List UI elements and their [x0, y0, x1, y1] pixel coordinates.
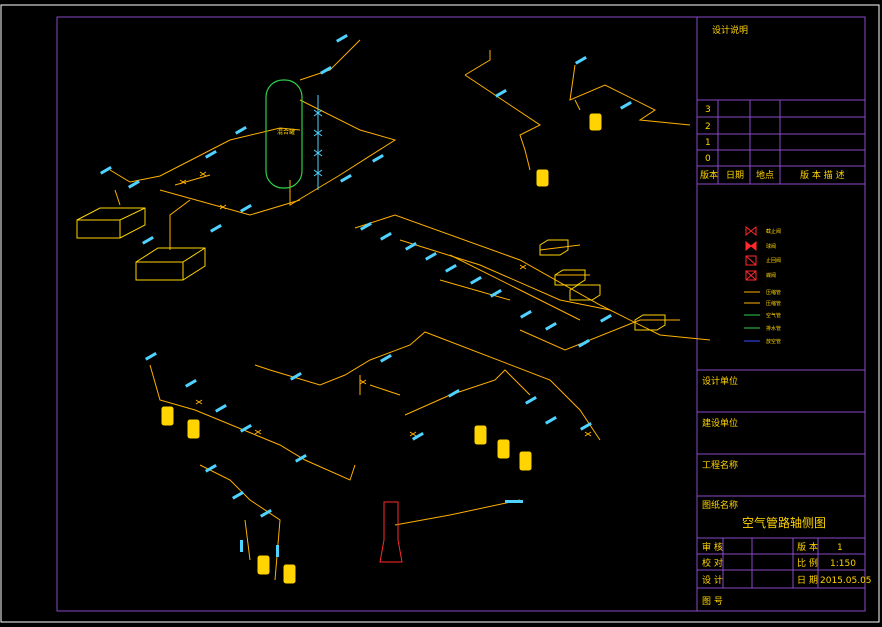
equipment-box-2	[135, 247, 206, 281]
mixing-tank: 混合罐	[265, 79, 303, 189]
revision-header-desc: 版 本 描 述	[800, 169, 845, 181]
revision-row-3: 3	[705, 105, 711, 115]
tank-label: 混合罐	[277, 128, 295, 136]
legend-label-6: 压缩管	[766, 300, 781, 307]
version-value: 1	[837, 543, 843, 553]
date-label: 日 期	[797, 575, 818, 586]
revision-header-date: 日期	[726, 170, 744, 181]
drawing-name: 空气管路轴侧图	[742, 515, 826, 530]
pipe-network-middle-right	[354, 214, 711, 351]
date-value: 2015.05.05	[820, 576, 872, 586]
revision-row-0: 0	[705, 154, 711, 164]
gate-valve-icon	[745, 225, 757, 237]
legend-label-7: 空气管	[766, 312, 781, 319]
revision-header-version: 版本	[700, 169, 718, 181]
pipe-network-bottom	[149, 331, 601, 581]
inner-frame	[56, 16, 866, 612]
instrument-tags	[100, 34, 632, 557]
drawing-number-label: 图 号	[702, 596, 723, 607]
inline-valves	[179, 171, 592, 437]
revision-row-1: 1	[705, 138, 711, 148]
project-name-label: 工程名称	[702, 459, 738, 471]
legend-label-2: 球阀	[766, 243, 776, 250]
valve-stack	[313, 95, 323, 190]
revision-row-2: 2	[705, 122, 711, 132]
legend: 截止阀 球阀 止回阀 蝶阀 压缩管 压缩管 空气管 排水管 放空管	[744, 225, 781, 345]
equipment-box-1	[76, 207, 146, 239]
scale-label: 比 例	[797, 557, 818, 569]
ball-valve-icon	[745, 240, 757, 252]
legend-label-3: 止回阀	[766, 257, 781, 264]
equipment-modules-right	[539, 239, 666, 331]
check-valve-icon	[745, 255, 757, 266]
design-note-panel	[696, 17, 865, 611]
version-label: 版 本	[797, 541, 818, 553]
review-label: 审 核	[702, 541, 723, 553]
drawing-name-label: 图纸名称	[702, 499, 738, 511]
butterfly-valve-icon	[745, 270, 757, 281]
design-unit-label: 设计单位	[702, 375, 738, 387]
equipment-units	[161, 113, 602, 584]
legend-label-5: 压缩管	[766, 289, 781, 296]
legend-label-8: 排水管	[766, 325, 781, 332]
dust-collector-link	[394, 499, 521, 526]
design-note-title: 设计说明	[712, 24, 748, 36]
dust-collector-tower	[379, 501, 403, 563]
revision-header-place: 地点	[756, 169, 774, 181]
legend-label-9: 放空管	[766, 338, 781, 345]
legend-label-1: 截止阀	[766, 228, 781, 235]
proofread-label: 校 对	[702, 557, 723, 569]
outer-frame	[0, 4, 880, 623]
pipe-network-top-left	[109, 39, 397, 250]
pipe-network-top-middle	[464, 50, 691, 171]
scale-value: 1:150	[830, 559, 856, 569]
construction-unit-label: 建设单位	[702, 417, 738, 429]
legend-label-4: 蝶阀	[766, 272, 776, 279]
design-label: 设 计	[702, 574, 723, 586]
